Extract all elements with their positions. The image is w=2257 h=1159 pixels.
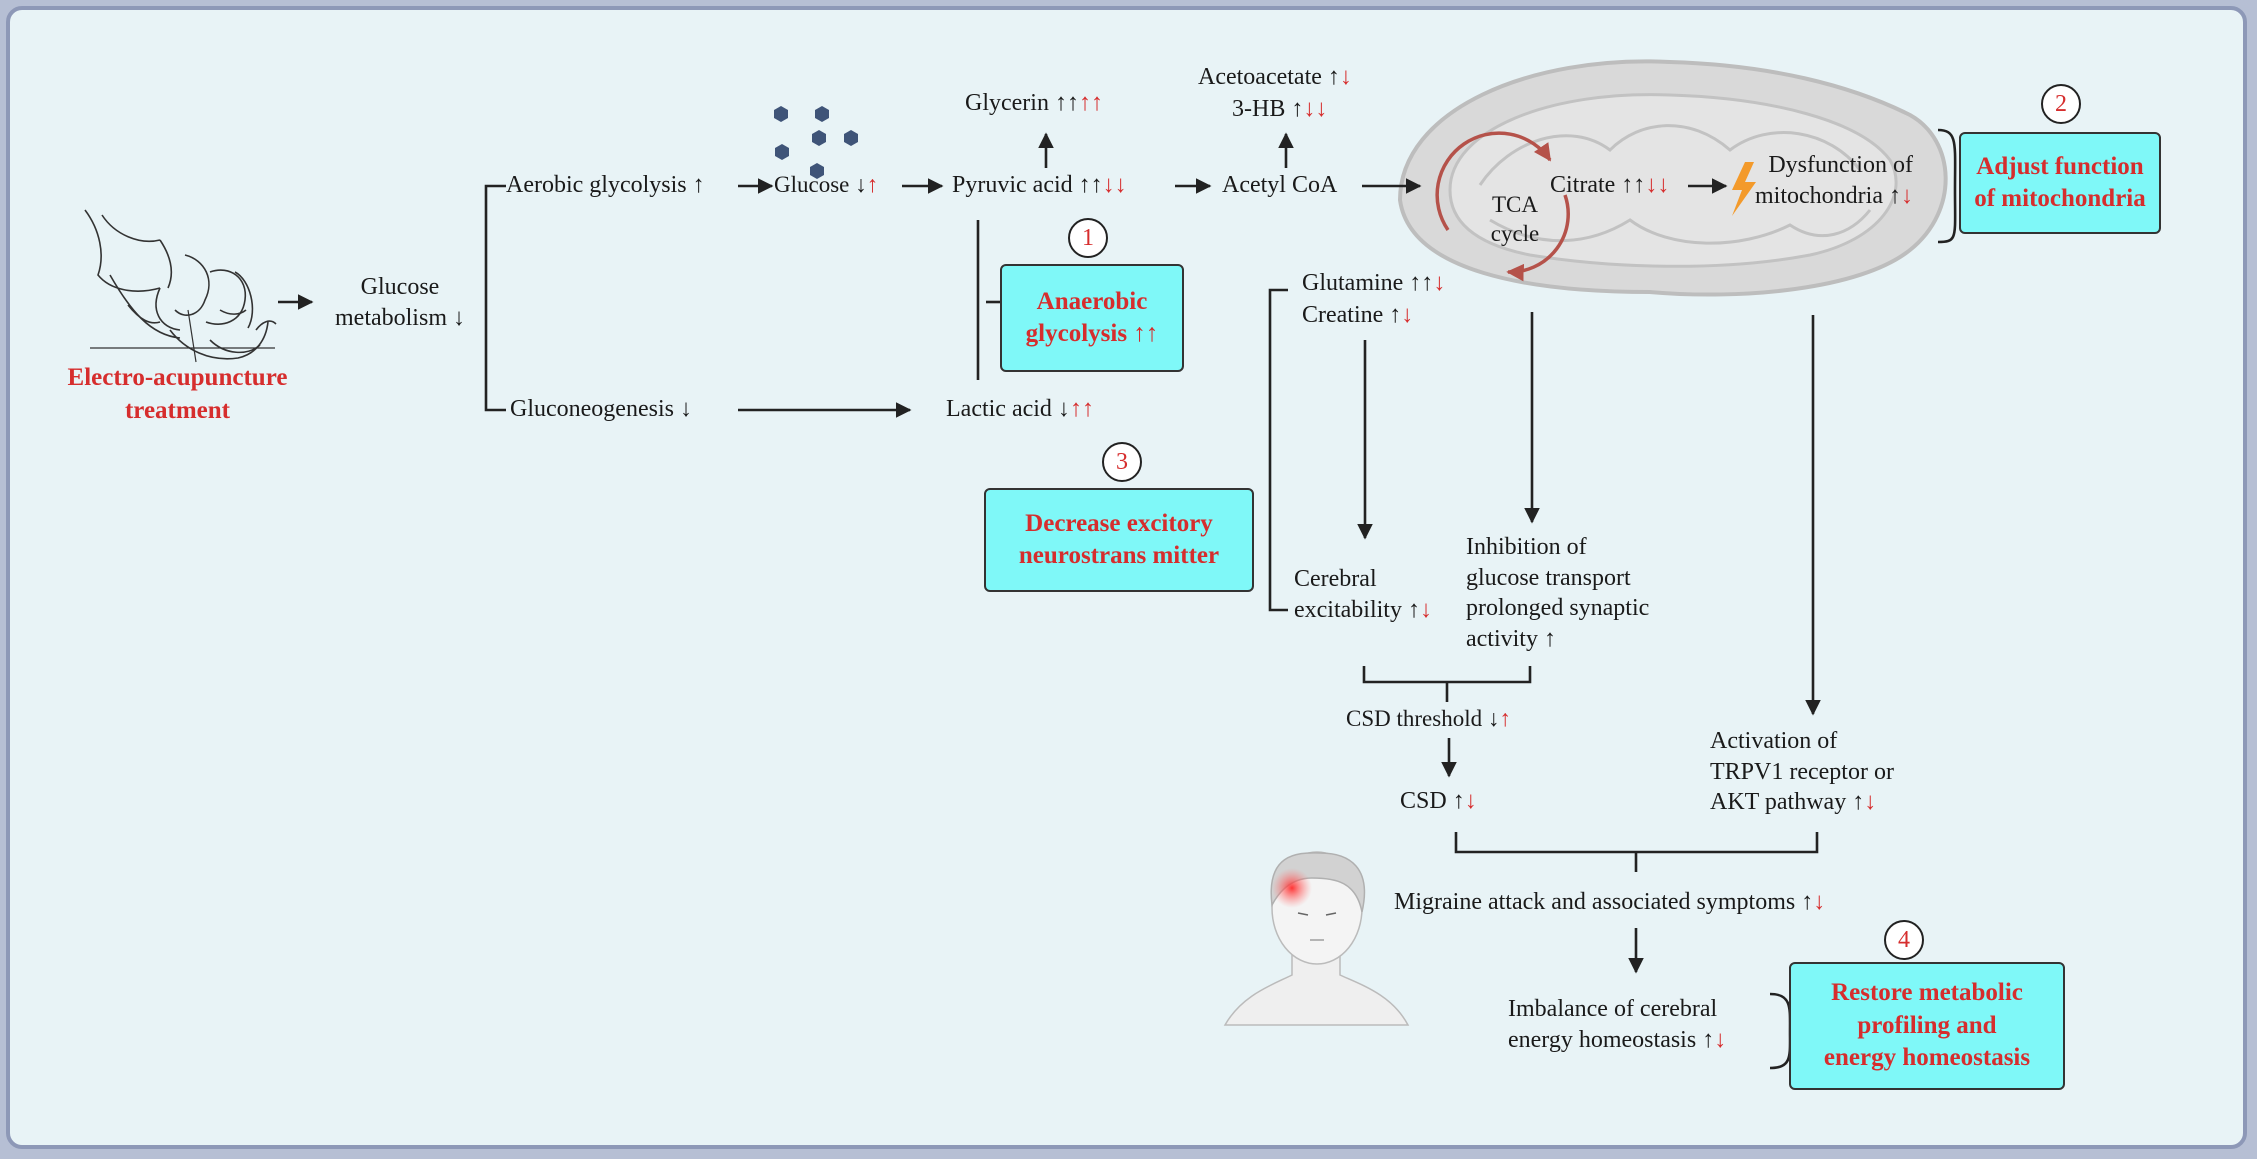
restore-metabolic-box: Restore metabolic profiling and energy h… bbox=[1789, 962, 2065, 1090]
pyruvic-acid-label: Pyruvic acid ↑↑↓↓ bbox=[952, 170, 1127, 201]
glucose-metabolism-line1: Glucose bbox=[360, 274, 440, 300]
restore-box-line1: Restore metabolic bbox=[1831, 979, 2023, 1007]
glucose-label: Glucose ↓↑ bbox=[774, 170, 878, 199]
migraine-red-arrow: ↓ bbox=[1813, 889, 1826, 915]
badge-3: 3 bbox=[1102, 442, 1142, 482]
tca-cycle-label: TCA cycle bbox=[1472, 190, 1558, 249]
dysfunction-line2-row: mitochondria ↑↓ bbox=[1755, 181, 1913, 212]
treatment-line1: Electro-acupuncture bbox=[67, 364, 288, 391]
cerebral-red-arrow: ↓ bbox=[1419, 596, 1432, 623]
treatment-line2: treatment bbox=[124, 396, 231, 424]
imbalance-line2: energy homeostasis ↑ bbox=[1508, 1026, 1715, 1053]
activation-red-arrow: ↓ bbox=[1864, 789, 1877, 816]
glucose-metabolism-line2: metabolism ↓ bbox=[335, 304, 465, 331]
migraine-head-icon bbox=[1223, 851, 1410, 1026]
csd-threshold-label: CSD threshold ↓↑ bbox=[1346, 704, 1511, 733]
imbalance-red-arrow: ↓ bbox=[1714, 1026, 1727, 1053]
dysfunction-line1: Dysfunction of bbox=[1768, 152, 1913, 178]
inhibition-line3: prolonged synaptic bbox=[1466, 595, 1650, 622]
tca-cycle-arrows bbox=[1435, 131, 1570, 282]
pyruvic-red-arrows: ↓↓ bbox=[1102, 172, 1127, 198]
citrate-label: Citrate ↑↑↓↓ bbox=[1550, 170, 1669, 201]
glutamine-red-arrow: ↓ bbox=[1433, 270, 1446, 296]
excit-box-line2: neurostrans mitter bbox=[1018, 542, 1220, 569]
mito-box-line2: of mitochondria bbox=[1974, 185, 2146, 212]
creatine-label: Creatine ↑↓ bbox=[1302, 300, 1413, 331]
csd-red-arrow: ↓ bbox=[1464, 788, 1477, 814]
acetyl-coa-label: Acetyl CoA bbox=[1222, 172, 1338, 198]
cerebral-line2: excitability ↑ bbox=[1294, 596, 1420, 623]
lightning-icon bbox=[1732, 162, 1756, 216]
glycerin-text: Glycerin ↑↑ bbox=[965, 90, 1079, 116]
imbalance-line2-row: energy homeostasis ↑↓ bbox=[1508, 1025, 1726, 1056]
dysfunction-line2: mitochondria ↑ bbox=[1755, 182, 1901, 209]
lactic-acid-label: Lactic acid ↓↑↑ bbox=[946, 394, 1094, 425]
lactic-red-arrows: ↑↑ bbox=[1069, 396, 1094, 422]
acetoacetate-label: Acetoacetate ↑↓ bbox=[1198, 62, 1352, 93]
acetoacetate-text: Acetoacetate ↑ bbox=[1198, 64, 1340, 90]
activation-line3-row: AKT pathway ↑↓ bbox=[1710, 787, 1894, 818]
dysfunction-red-arrow: ↓ bbox=[1900, 182, 1913, 209]
restore-box-line3: energy homeostasis bbox=[1823, 1044, 2031, 1072]
citrate-text: Citrate ↑↑ bbox=[1550, 172, 1646, 198]
glucose-text: Glucose ↓ bbox=[774, 172, 867, 197]
3hb-label: 3-HB ↑↓↓ bbox=[1232, 94, 1327, 125]
lactic-text: Lactic acid ↓ bbox=[946, 396, 1070, 422]
connector-layer bbox=[84, 59, 1957, 1070]
diagram-panel: Electro-acupuncture treatment Glucose me… bbox=[6, 6, 2247, 1149]
badge-1: 1 bbox=[1068, 218, 1108, 258]
glucose-red-arrow: ↑ bbox=[866, 172, 879, 197]
inhibition-line1: Inhibition of bbox=[1466, 534, 1587, 560]
migraine-label: Migraine attack and associated symptoms … bbox=[1394, 887, 1825, 918]
activation-line2: TRPV1 receptor or bbox=[1710, 758, 1894, 785]
creatine-red-arrow: ↓ bbox=[1401, 302, 1414, 328]
badge-2: 2 bbox=[2041, 84, 2081, 124]
glucose-molecules-icon bbox=[774, 106, 858, 179]
anaerobic-box-line2: glycolysis ↑↑ bbox=[1025, 320, 1159, 347]
tca-line2: cycle bbox=[1490, 221, 1540, 247]
pyruvic-text: Pyruvic acid ↑↑ bbox=[952, 172, 1103, 198]
imbalance-label: Imbalance of cerebral energy homeostasis… bbox=[1508, 994, 1726, 1055]
restore-box-line2: profiling and bbox=[1857, 1011, 1997, 1039]
glycerin-red-arrows: ↑↑ bbox=[1078, 90, 1103, 116]
dysfunction-label: Dysfunction of mitochondria ↑↓ bbox=[1755, 150, 1913, 211]
activation-line1: Activation of bbox=[1710, 728, 1838, 754]
tca-line1: TCA bbox=[1492, 192, 1538, 217]
excit-box-line1: Decrease excitory bbox=[1025, 509, 1213, 537]
mitochondria-function-box: Adjust function of mitochondria bbox=[1959, 132, 2161, 234]
acupuncture-hands-icon bbox=[84, 209, 277, 363]
csd-threshold-red-arrow: ↑ bbox=[1499, 706, 1511, 731]
imbalance-line1: Imbalance of cerebral bbox=[1508, 996, 1718, 1022]
cerebral-excitability-label: Cerebral excitability ↑↓ bbox=[1294, 564, 1432, 625]
glycerin-label: Glycerin ↑↑↑↑ bbox=[965, 88, 1103, 119]
decrease-excitory-box: Decrease excitory neurostrans mitter bbox=[984, 488, 1254, 592]
badge-4: 4 bbox=[1884, 920, 1924, 960]
cerebral-line2-row: excitability ↑↓ bbox=[1294, 595, 1432, 626]
acetoacetate-red-arrow: ↓ bbox=[1339, 64, 1352, 90]
glucose-metabolism-label: Glucose metabolism ↓ bbox=[315, 272, 485, 333]
activation-label: Activation of TRPV1 receptor or AKT path… bbox=[1710, 726, 1894, 818]
inhibition-label: Inhibition of glucose transport prolonge… bbox=[1466, 532, 1649, 655]
mitochondrion-icon bbox=[1397, 59, 1948, 297]
aerobic-glycolysis-label: Aerobic glycolysis ↑ bbox=[506, 172, 705, 198]
glutamine-text: Glutamine ↑↑ bbox=[1302, 270, 1434, 296]
anaerobic-box-line1: Anaerobic bbox=[1036, 287, 1148, 315]
activation-line3: AKT pathway ↑ bbox=[1710, 789, 1865, 816]
3hb-red-arrows: ↓↓ bbox=[1303, 96, 1328, 122]
mito-box-line1: Adjust function bbox=[1976, 152, 2144, 180]
csd-text: CSD ↑ bbox=[1400, 788, 1465, 814]
glutamine-label: Glutamine ↑↑↓ bbox=[1302, 268, 1445, 299]
migraine-text: Migraine attack and associated symptoms … bbox=[1394, 889, 1814, 915]
inhibition-line2: glucose transport bbox=[1466, 564, 1631, 591]
anaerobic-glycolysis-box: Anaerobic glycolysis ↑↑ bbox=[1000, 264, 1184, 372]
inhibition-line4: activity ↑ bbox=[1466, 626, 1556, 653]
gluconeogenesis-label: Gluconeogenesis ↓ bbox=[510, 396, 692, 422]
treatment-label: Electro-acupuncture treatment bbox=[40, 362, 315, 427]
3hb-text: 3-HB ↑ bbox=[1232, 96, 1304, 122]
citrate-red-arrows: ↓↓ bbox=[1645, 172, 1670, 198]
cerebral-line1: Cerebral bbox=[1294, 566, 1377, 592]
csd-threshold-text: CSD threshold ↓ bbox=[1346, 706, 1500, 731]
csd-label: CSD ↑↓ bbox=[1400, 786, 1477, 817]
creatine-text: Creatine ↑ bbox=[1302, 302, 1402, 328]
